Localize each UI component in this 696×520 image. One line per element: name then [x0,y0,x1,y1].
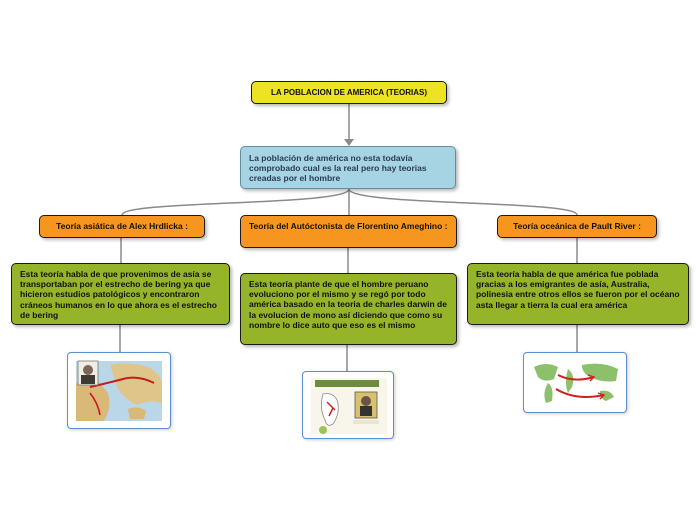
root-topic[interactable]: LA POBLACION DE AMERICA (TEORIAS) [251,81,447,104]
central-topic[interactable]: La población de américa no esta todavía … [240,146,456,189]
theory-oceanica-title[interactable]: Teoría oceánica de Pault River : [497,215,657,238]
connector-arrowhead [344,139,354,146]
theory-description-text: Esta teoría plante de que el hombre peru… [249,279,447,330]
theory-asiatica-title[interactable]: Teoría asiática de Alex Hrdlicka : [39,215,205,238]
theory-title-label: Teoría del Autóctonista de Florentino Am… [249,221,448,231]
theory-autoctonista-description[interactable]: Esta teoría plante de que el hombre peru… [240,273,457,345]
oceanic-map-graphic [532,359,620,407]
theory-autoctonista-title[interactable]: Teoría del Autóctonista de Florentino Am… [240,215,457,248]
map-bering-migration-image[interactable] [67,352,171,429]
autoctonista-slide-graphic [311,378,387,434]
autoctonista-theory-image[interactable] [302,371,394,439]
theory-description-text: Esta teoría habla de que provenimos de a… [20,269,217,320]
oceanic-routes-map-image[interactable] [523,352,627,413]
connector-central-t3 [348,188,578,216]
root-topic-label: LA POBLACION DE AMERICA (TEORIAS) [271,88,427,97]
theory-title-label: Teoría oceánica de Pault River : [513,221,641,231]
theory-asiatica-description[interactable]: Esta teoría habla de que provenimos de a… [11,263,230,325]
bering-map-graphic [76,360,162,421]
central-topic-text: La población de américa no esta todavía … [249,153,427,184]
theory-description-text: Esta teoría habla de que américa fue pob… [476,269,680,310]
theory-oceanica-description[interactable]: Esta teoría habla de que américa fue pob… [467,263,689,325]
theory-title-label: Teoría asiática de Alex Hrdlicka : [56,221,188,231]
connector-central-t1 [121,188,350,216]
